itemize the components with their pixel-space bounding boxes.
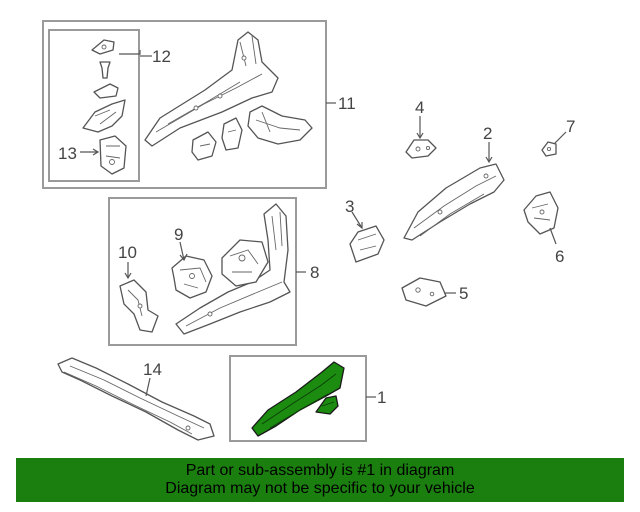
assembly-box-1 xyxy=(229,355,367,442)
callout-9: 9 xyxy=(174,225,183,244)
part-12-brackets[interactable] xyxy=(82,39,126,133)
part-5-plate[interactable] xyxy=(401,277,447,307)
callout-3: 3 xyxy=(345,197,354,216)
part-1-highlighted-assembly[interactable] xyxy=(251,361,345,437)
callout-10: 10 xyxy=(118,243,137,262)
part-6-bracket[interactable] xyxy=(523,191,559,235)
part-4-bracket[interactable] xyxy=(405,139,437,159)
banner-line-2: Diagram may not be specific to your vehi… xyxy=(165,480,475,497)
vehicle-fit-banner: Part or sub-assembly is #1 in diagram Di… xyxy=(16,458,624,502)
part-3-bracket[interactable] xyxy=(349,225,385,263)
callout-11: 11 xyxy=(338,94,356,113)
callout-2: 2 xyxy=(483,124,492,143)
parts-diagram: 12 13 11 8 9 10 4 2 7 3 6 5 14 1 xyxy=(42,20,575,442)
callout-1: 1 xyxy=(377,388,386,407)
part-9-bracket[interactable] xyxy=(171,255,213,299)
callout-5: 5 xyxy=(459,284,468,303)
assembly-box-12-13 xyxy=(48,29,140,182)
leader-lines xyxy=(80,50,567,398)
callout-7: 7 xyxy=(566,117,575,136)
callout-6: 6 xyxy=(555,247,564,266)
callout-4: 4 xyxy=(415,98,424,117)
callout-8: 8 xyxy=(310,263,319,282)
part-13-bracket[interactable] xyxy=(99,135,127,175)
part-7-clip[interactable] xyxy=(541,141,557,157)
part-14-crossmember[interactable] xyxy=(57,357,215,441)
part-11-side-member[interactable] xyxy=(144,31,313,161)
banner-line-1: Part or sub-assembly is #1 in diagram xyxy=(185,462,455,479)
part-2-side-rail[interactable] xyxy=(403,163,505,241)
part-10-bracket[interactable] xyxy=(119,279,159,333)
part-8-frame-assembly[interactable] xyxy=(175,203,291,335)
callout-13: 13 xyxy=(58,144,77,163)
callout-14: 14 xyxy=(143,360,162,379)
callout-12: 12 xyxy=(152,47,171,66)
assembly-box-11 xyxy=(42,20,327,189)
